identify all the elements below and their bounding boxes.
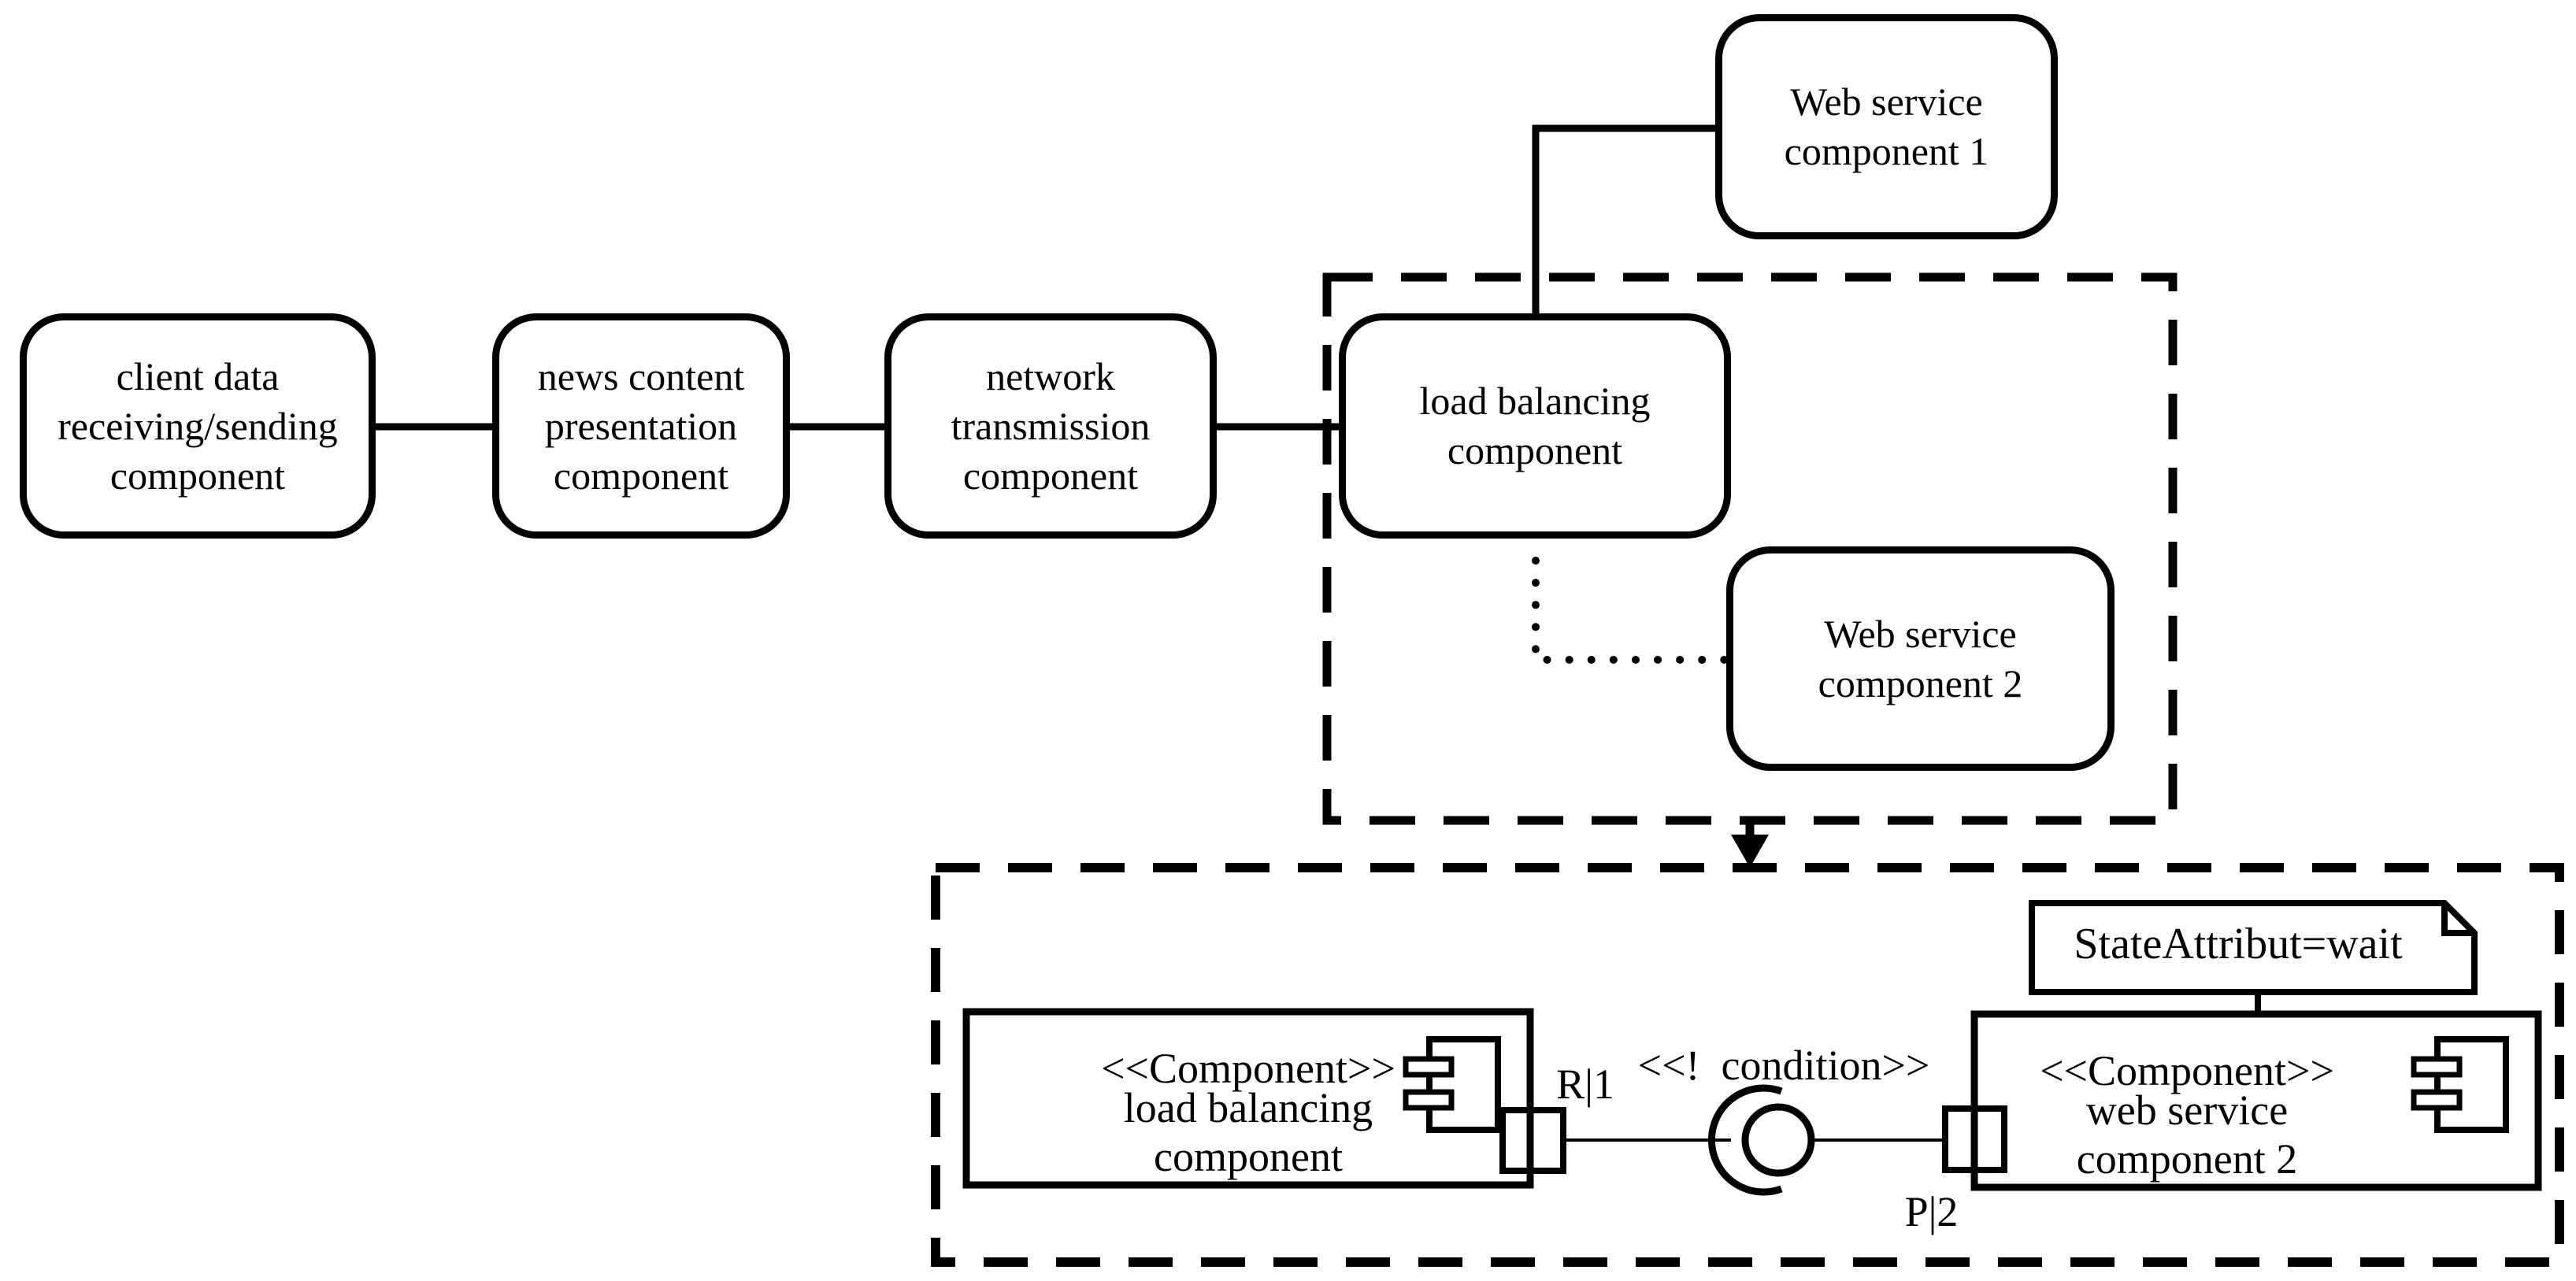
box-line: presentation (544, 403, 738, 448)
flow-box-news-content: news content presentation component (492, 313, 790, 539)
box-line: component (962, 453, 1139, 498)
box-line: component 2 (1818, 661, 2023, 705)
expand-arrow-head (1731, 835, 1769, 868)
flow-box-network-transmission: network transmission component (884, 313, 1217, 539)
box-line: component (553, 453, 729, 498)
ball-provided-interface-icon (1741, 1103, 1815, 1177)
component-stereotype-label: <<Component>> (1101, 1045, 1395, 1092)
flow-box-client-data: client data receiving/sending component (20, 313, 376, 539)
component-name-label: component 2 (2076, 1135, 2298, 1183)
dashed-detail-region (931, 863, 2564, 1267)
note-text: StateAttribut=wait (2074, 920, 2403, 968)
uml-component-box-load-balancing (962, 1008, 1534, 1189)
box-line: component (1447, 428, 1623, 472)
box-line: receiving/sending (57, 403, 338, 448)
component-stereotype-label: <<Component>> (2040, 1047, 2334, 1094)
box-line: Web service (1790, 80, 1983, 124)
box-line: client data (116, 354, 280, 398)
component-icon (2411, 1036, 2509, 1133)
provided-port-label: P|2 (1904, 1188, 1959, 1235)
connector-condition-label: <<! condition>> (1637, 1042, 1930, 1089)
box-line: news content (537, 354, 745, 398)
component-icon (1403, 1036, 1501, 1133)
box-line: Web service (1824, 611, 2017, 656)
box-line: network (986, 354, 1115, 398)
connector-loadbalancer-webservice1 (1532, 124, 1721, 319)
socket-required-interface-icon (1707, 1084, 1783, 1196)
dotted-ellipsis-connector (1532, 557, 1732, 664)
flow-box-load-balancing: load balancing component (1339, 313, 1731, 539)
box-line: component (109, 453, 286, 498)
box-line: transmission (951, 403, 1151, 448)
flow-box-web-service-2: Web service component 2 (1726, 546, 2115, 771)
uml-note-dogear-icon (2441, 903, 2474, 936)
required-port-label: R|1 (1556, 1061, 1614, 1108)
box-line: load balancing (1419, 379, 1651, 423)
component-name-label: load balancing (1123, 1084, 1373, 1131)
uml-note (2029, 900, 2478, 995)
component-name-label: component (1154, 1133, 1343, 1180)
box-line: component 1 (1784, 129, 1989, 173)
component-name-label: web service (2085, 1087, 2289, 1134)
flow-box-web-service-1: Web service component 1 (1715, 14, 2058, 239)
